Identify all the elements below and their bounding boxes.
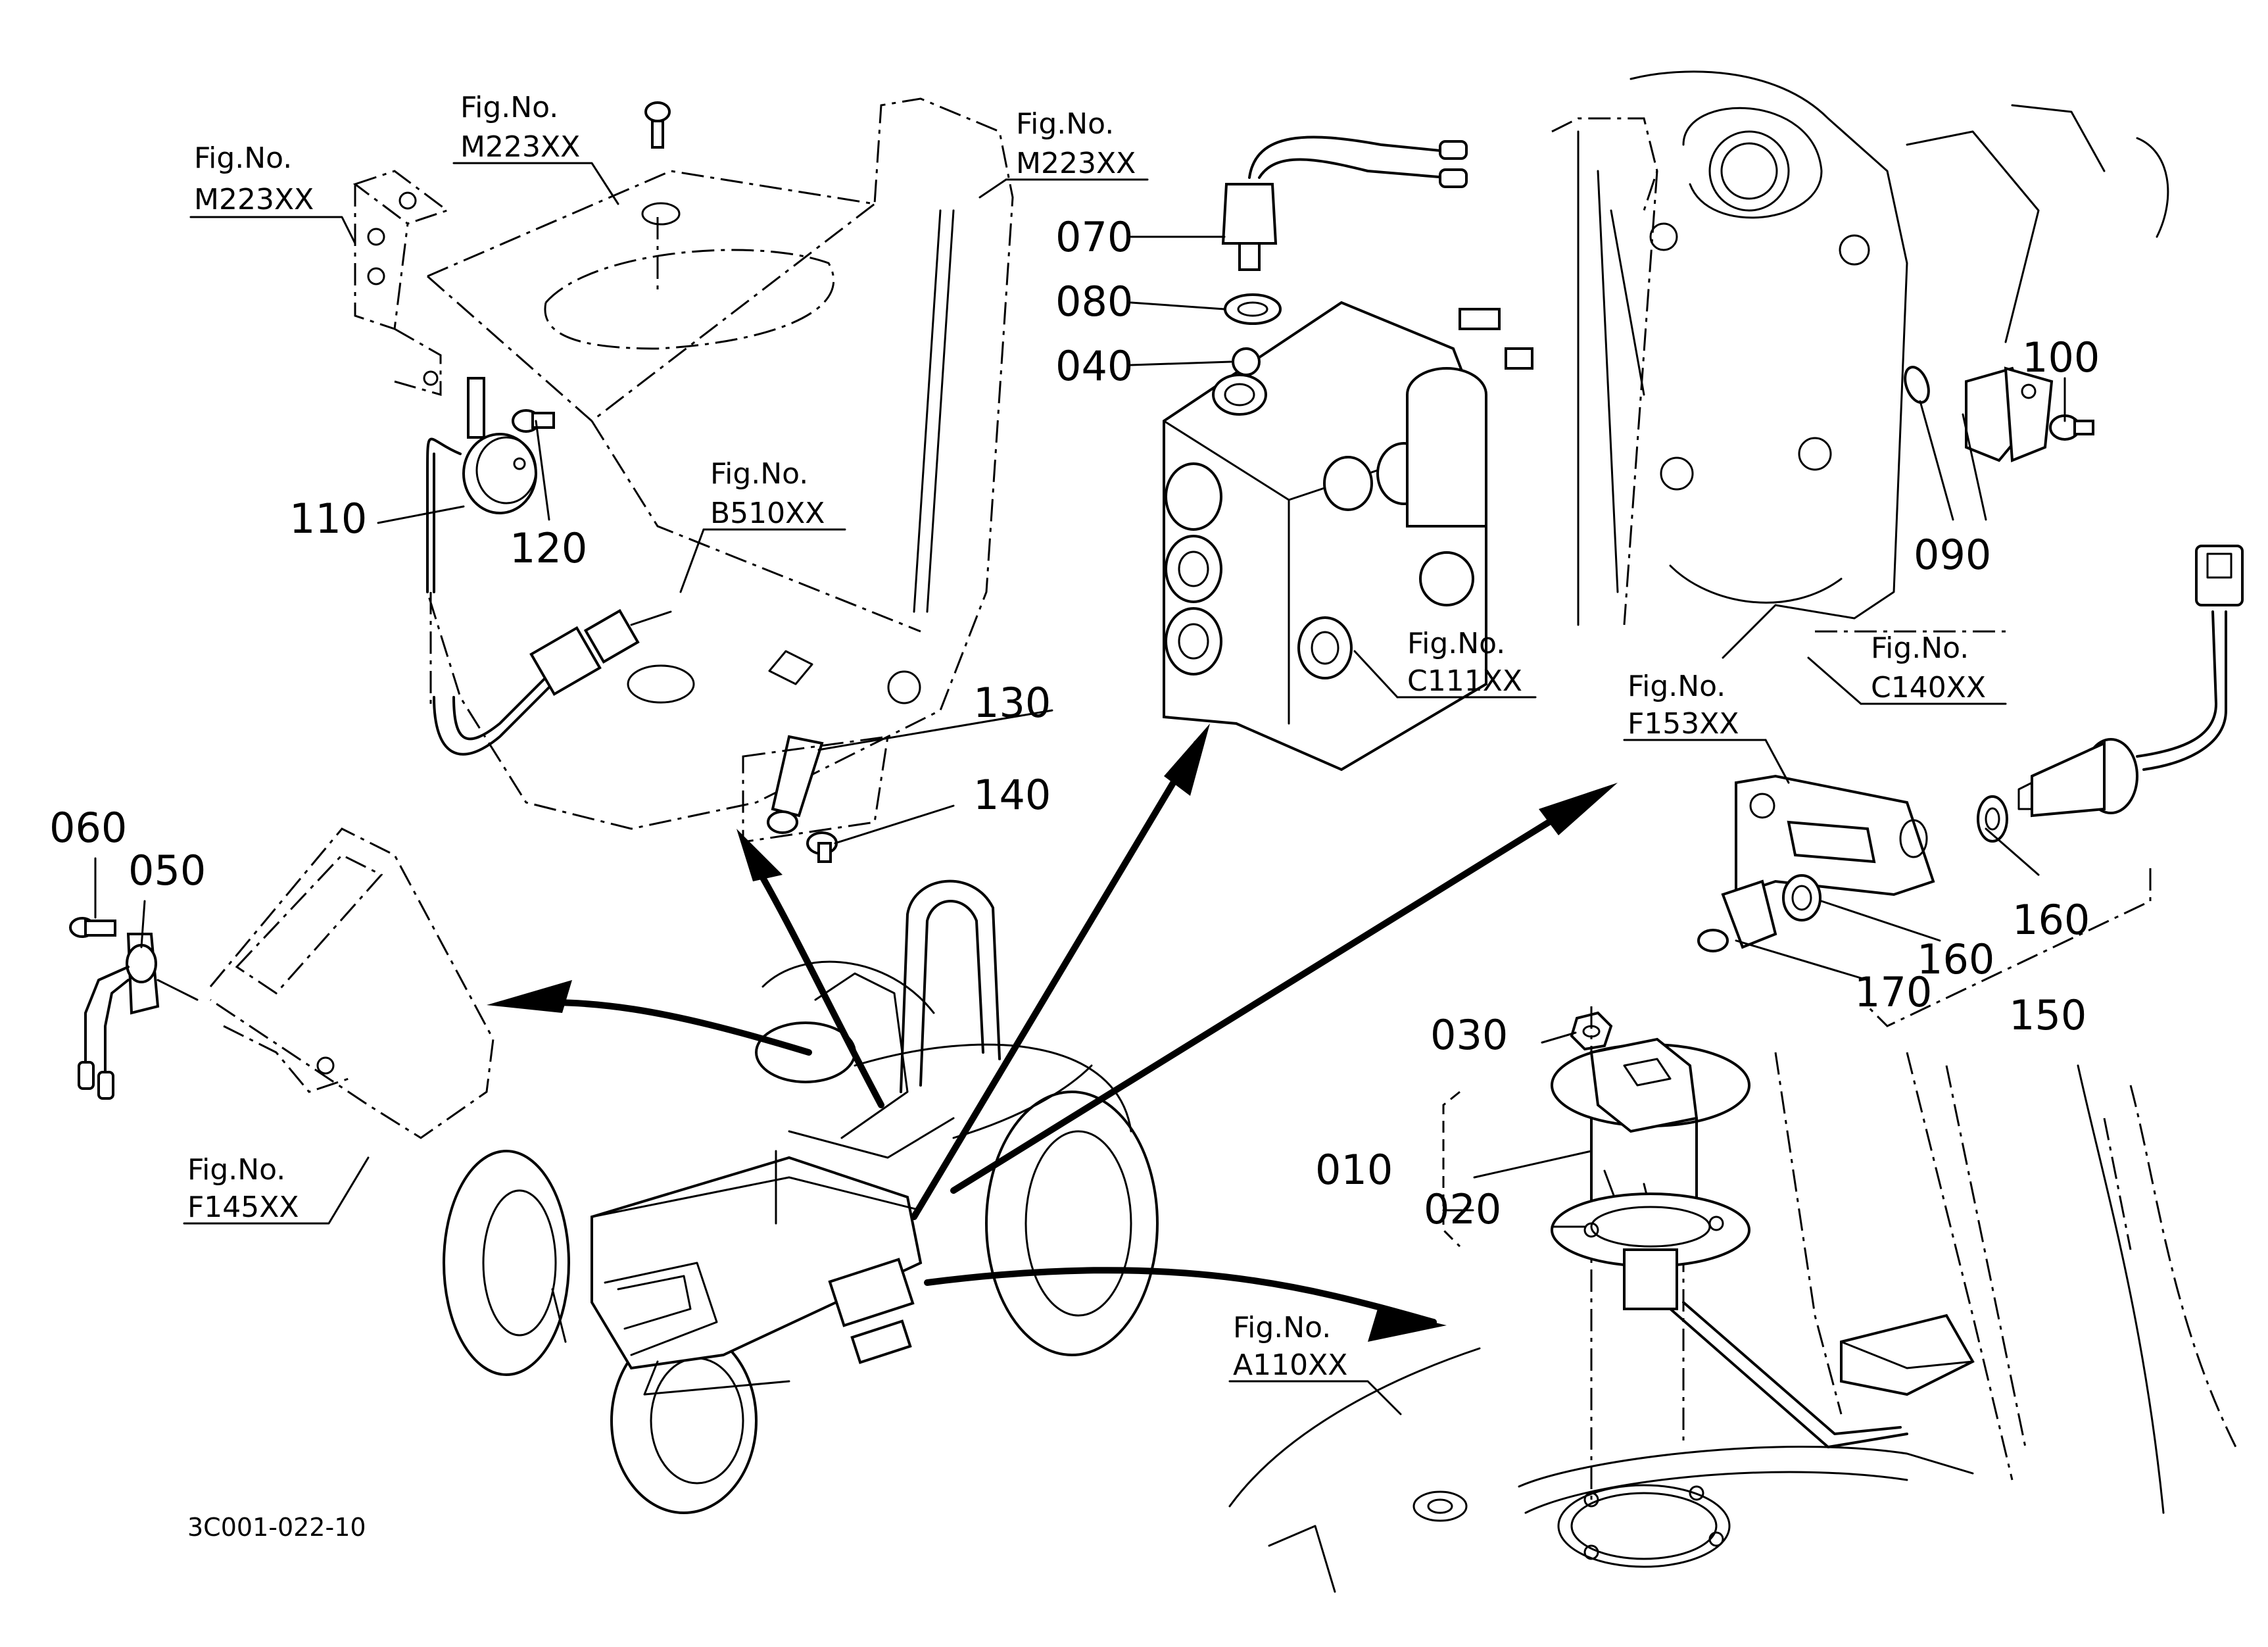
link-130: [767, 735, 824, 834]
part-label-160-upper: 160: [2012, 896, 2090, 944]
part-label-070: 070: [1055, 213, 1133, 261]
fig-ref-f145-code: F145XX: [187, 1191, 299, 1224]
sensor-050: [78, 933, 199, 1100]
fig-ref-f153-prefix: Fig.No.: [1628, 670, 1725, 703]
part-label-010: 010: [1315, 1146, 1393, 1194]
part-label-020: 020: [1424, 1185, 1501, 1233]
plug-170: [1697, 879, 1777, 952]
part-label-130: 130: [973, 679, 1051, 727]
part-label-170: 170: [1854, 968, 1932, 1016]
fig-references: Fig.No. M223XX Fig.No. M223XX Fig.No. M2…: [187, 91, 1986, 1382]
part-labels: 010 020 030 040 050 060 070 080 090 100 …: [49, 213, 2100, 1233]
part-label-120: 120: [510, 524, 587, 572]
fig-ref-a110-prefix: Fig.No.: [1233, 1311, 1331, 1344]
pressure-switch-070: [1221, 135, 1468, 271]
nut-030: [1570, 1006, 1613, 1052]
part-label-060: 060: [49, 804, 127, 852]
part-label-080: 080: [1055, 278, 1133, 326]
screw-060: [69, 917, 116, 938]
fig-ref-c140-code: C140XX: [1871, 671, 1986, 704]
engine-housing: [1551, 70, 2169, 659]
bolt-140: [806, 831, 838, 863]
crank-sensor-100: [1965, 366, 2094, 462]
washer-160-lower: [1782, 874, 1822, 922]
leader-lines: [94, 162, 2066, 1415]
part-label-030: 030: [1430, 1011, 1508, 1059]
part-label-100: 100: [2022, 333, 2100, 381]
fig-ref-m223-right-prefix: Fig.No.: [1016, 107, 1114, 141]
washer-080: [1224, 293, 1282, 325]
part-label-110: 110: [289, 495, 367, 543]
fig-ref-c140-prefix: Fig.No.: [1871, 631, 1969, 665]
sensor-110: [426, 377, 672, 756]
cover-f145: [209, 827, 495, 1139]
diagram-code: 3C001-022-10: [187, 1513, 366, 1542]
fig-ref-m223-mid-prefix: Fig.No.: [460, 91, 558, 124]
fender-panel-assembly: [426, 97, 1014, 830]
fig-ref-f145-prefix: Fig.No.: [187, 1153, 285, 1187]
bracket: [352, 170, 450, 396]
part-label-160-lower: 160: [1917, 935, 1994, 983]
part-label-050: 050: [128, 847, 206, 895]
fig-ref-m223-right-code: M223XX: [1016, 147, 1136, 180]
top-screw: [641, 101, 681, 226]
fig-ref-a110-code: A110XX: [1233, 1348, 1347, 1382]
fuel-sender-010: [1551, 1037, 1975, 1500]
gasket-020: [1551, 1192, 1750, 1310]
fig-ref-f153-code: F153XX: [1628, 707, 1739, 741]
switch-150: [2017, 545, 2244, 818]
fig-ref-b510-prefix: Fig.No.: [710, 457, 808, 491]
fig-ref-m223-left-code: M223XX: [194, 183, 314, 216]
o-ring-090: [1904, 366, 1930, 404]
fig-ref-m223-left-prefix: Fig.No.: [194, 141, 292, 175]
fig-ref-c111-code: C111XX: [1407, 664, 1522, 698]
arrows: [487, 724, 1618, 1342]
washer-160-upper: [1977, 795, 2008, 843]
valve-block: [1163, 301, 1533, 772]
bolt-120: [512, 409, 555, 433]
fig-ref-m223-mid-code: M223XX: [460, 130, 580, 164]
fuel-tank: [1228, 1052, 2237, 1593]
tractor: [443, 879, 1159, 1514]
part-label-140: 140: [973, 771, 1051, 819]
fig-ref-c111-prefix: Fig.No.: [1407, 627, 1505, 660]
ball-040: [1232, 347, 1261, 376]
fig-ref-b510-code: B510XX: [710, 497, 825, 530]
part-label-150: 150: [2009, 991, 2087, 1039]
part-label-090: 090: [1914, 531, 1991, 579]
part-label-040: 040: [1055, 342, 1133, 390]
bracket-f153: [1735, 774, 1935, 897]
